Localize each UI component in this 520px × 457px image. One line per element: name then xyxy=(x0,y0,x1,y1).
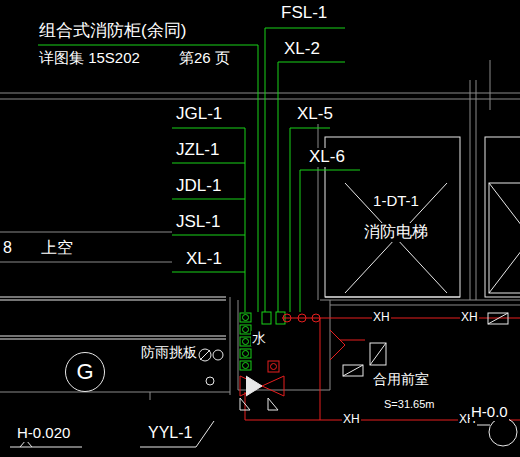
plan-label: XL-2 xyxy=(283,40,321,59)
plan-label: XH xyxy=(372,311,391,324)
fitting-symbol xyxy=(240,337,251,346)
stroke-group xyxy=(0,137,520,339)
axis-circle: G xyxy=(65,352,105,392)
pipe-symbol xyxy=(206,377,214,385)
node-text: G xyxy=(75,359,94,384)
stroke-group xyxy=(38,28,360,370)
pipe-symbol xyxy=(243,327,249,333)
cad-line xyxy=(300,170,360,312)
pipe-symbol xyxy=(199,349,211,361)
cad-line xyxy=(318,60,490,300)
pipe-symbol xyxy=(243,351,249,357)
plan-label: H-0.0 xyxy=(470,404,509,421)
plan-label: XH xyxy=(342,413,361,426)
fitting-symbol xyxy=(240,361,251,370)
cad-line xyxy=(245,318,520,420)
cad-line xyxy=(140,421,214,447)
cad-line xyxy=(330,330,365,360)
fitting-symbol xyxy=(262,312,271,324)
plan-label: JDL-1 xyxy=(175,177,222,196)
node-text: 消防电梯 xyxy=(363,223,429,241)
cad-line xyxy=(488,313,508,324)
plan-label: 第26 页 xyxy=(178,50,231,67)
pipe-symbol xyxy=(312,314,320,322)
plan-label: JZL-1 xyxy=(175,141,220,160)
cad-line xyxy=(0,93,520,262)
fitting-symbol xyxy=(240,349,251,358)
plan-label: FSL-1 xyxy=(280,4,328,23)
pipe-symbol xyxy=(489,418,517,446)
pipe-symbol xyxy=(283,314,291,322)
cad-line xyxy=(240,398,278,410)
cad-line xyxy=(320,300,520,305)
stroke-group xyxy=(0,60,520,400)
plan-label: XH xyxy=(460,311,479,324)
elevator-shaft: 1-DT-1 消防电梯 xyxy=(346,184,446,292)
cad-line xyxy=(240,376,284,396)
pipe-symbol xyxy=(298,314,306,322)
cad-line xyxy=(0,297,226,339)
pipe-symbol xyxy=(243,315,249,321)
plan-label: XL-5 xyxy=(296,105,334,124)
cad-line xyxy=(282,318,520,319)
cad-line xyxy=(0,392,230,400)
cad-line xyxy=(370,343,386,365)
plan-label: JSL-1 xyxy=(175,213,221,232)
pipe-symbol xyxy=(243,339,249,345)
plan-label: 详图集 15S202 xyxy=(38,50,141,67)
plan-label: 合用前室 xyxy=(372,372,430,387)
pipe-symbol xyxy=(213,350,223,360)
node-text: 1-DT-1 xyxy=(372,192,420,209)
plan-label: XL-6 xyxy=(308,148,346,167)
plan-label: JGL-1 xyxy=(175,105,223,124)
plan-label: 8 xyxy=(2,239,13,257)
cad-line xyxy=(489,183,520,293)
stroke-group xyxy=(10,313,517,447)
fitting-symbol xyxy=(370,343,386,365)
plan-label: S=31.65m xyxy=(383,398,435,410)
pipe-symbol xyxy=(271,364,277,370)
plan-label: 水 xyxy=(251,331,267,346)
stroke-group xyxy=(240,314,520,420)
fitting-symbol xyxy=(240,313,251,322)
pipe-symbol xyxy=(243,363,249,369)
plan-label: 组合式消防柜(余同) xyxy=(38,22,187,41)
plan-label: 上空 xyxy=(40,239,74,257)
cad-line xyxy=(278,62,345,312)
cad-line xyxy=(38,45,258,312)
fitting-symbol xyxy=(343,365,363,376)
plan-label: XL-1 xyxy=(185,250,223,269)
cad-line xyxy=(343,365,363,376)
fitting-symbol xyxy=(489,183,520,293)
fitting-symbol xyxy=(268,361,279,372)
fitting-symbol xyxy=(488,313,508,324)
fitting-symbol xyxy=(485,137,520,297)
plan-label: H-0.020 xyxy=(16,425,71,442)
plan-label: 防雨挑板 xyxy=(140,345,198,360)
cad-line xyxy=(200,350,210,360)
cad-line xyxy=(172,128,245,312)
cad-line xyxy=(325,297,460,298)
cad-line xyxy=(246,376,262,396)
fitting-symbol xyxy=(240,325,251,334)
plan-label: YYL-1 xyxy=(147,424,193,442)
cad-line xyxy=(345,183,447,293)
